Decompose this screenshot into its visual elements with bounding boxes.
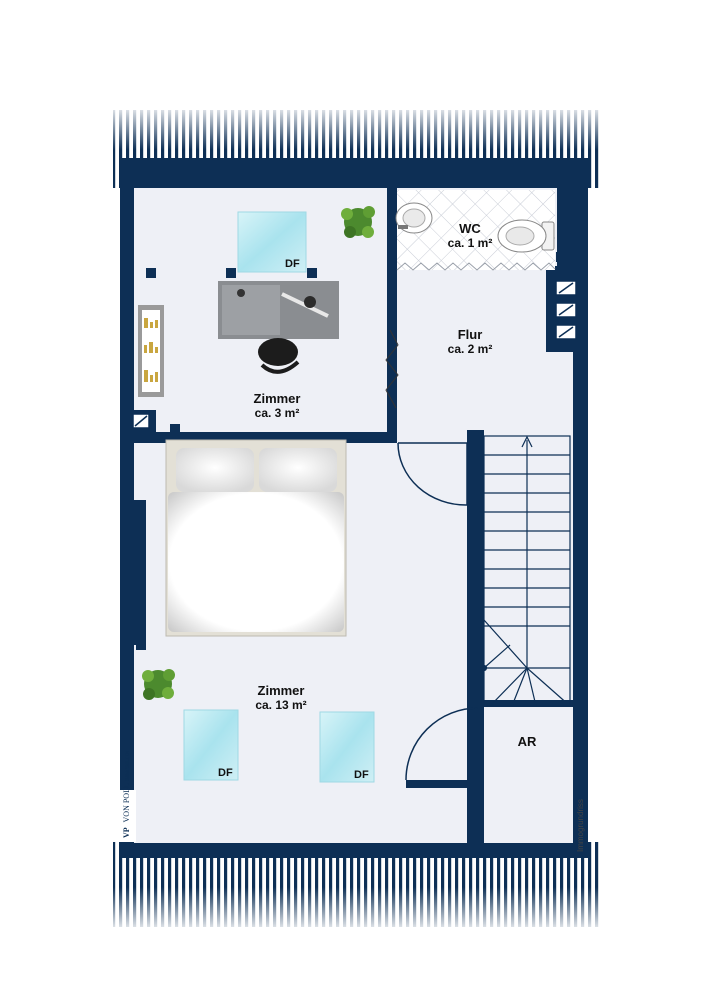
logo xyxy=(120,790,136,842)
skylight-zimmer2-left xyxy=(183,709,239,781)
plant-icon xyxy=(142,669,175,700)
desk-icon xyxy=(218,281,339,339)
bed-icon xyxy=(165,439,347,637)
room-name: Flur xyxy=(457,327,483,342)
logo-text: VP VON POLL IMMOBILIEN xyxy=(122,751,131,838)
logo-mark: VP xyxy=(122,827,131,838)
room-label-flur: Flur ca. 2 m² xyxy=(425,327,515,357)
room-name: Zimmer xyxy=(253,391,301,406)
logo-name: VON POLL xyxy=(122,783,131,823)
skylight-label: DF xyxy=(354,769,369,781)
room-name: WC xyxy=(459,221,481,236)
plant-icon xyxy=(341,206,375,238)
skylight-label: DF xyxy=(218,767,233,779)
room-label-zimmer-small: Zimmer ca. 3 m² xyxy=(232,391,322,421)
room-area: ca. 1 m² xyxy=(447,235,493,250)
shaft-boxes xyxy=(132,280,577,429)
door-swing-ar xyxy=(405,707,479,781)
shelf-icon xyxy=(138,305,164,397)
skylight-zimmer2-right xyxy=(319,711,375,783)
pillars xyxy=(136,252,566,650)
watermark: Immogrundriss xyxy=(576,799,585,852)
room-label-wc: WC ca. 1 m² xyxy=(430,221,510,251)
room-name: Zimmer xyxy=(257,683,305,698)
chair-icon xyxy=(258,338,300,374)
skylight-zimmer1 xyxy=(237,211,307,273)
toilet-icon xyxy=(497,219,555,253)
room-label-zimmer-large: Zimmer ca. 13 m² xyxy=(236,683,326,713)
room-name: AR xyxy=(517,734,537,749)
room-area: ca. 3 m² xyxy=(254,405,300,420)
skylight-label: DF xyxy=(285,258,300,270)
logo-sub: IMMOBILIEN xyxy=(126,750,131,782)
room-label-ar: AR xyxy=(507,734,547,750)
staircase xyxy=(480,435,571,707)
folding-door xyxy=(385,329,399,409)
door-swing-flur xyxy=(397,442,468,506)
room-area: ca. 2 m² xyxy=(447,341,493,356)
room-area: ca. 13 m² xyxy=(255,697,307,712)
sink-icon xyxy=(395,202,433,234)
